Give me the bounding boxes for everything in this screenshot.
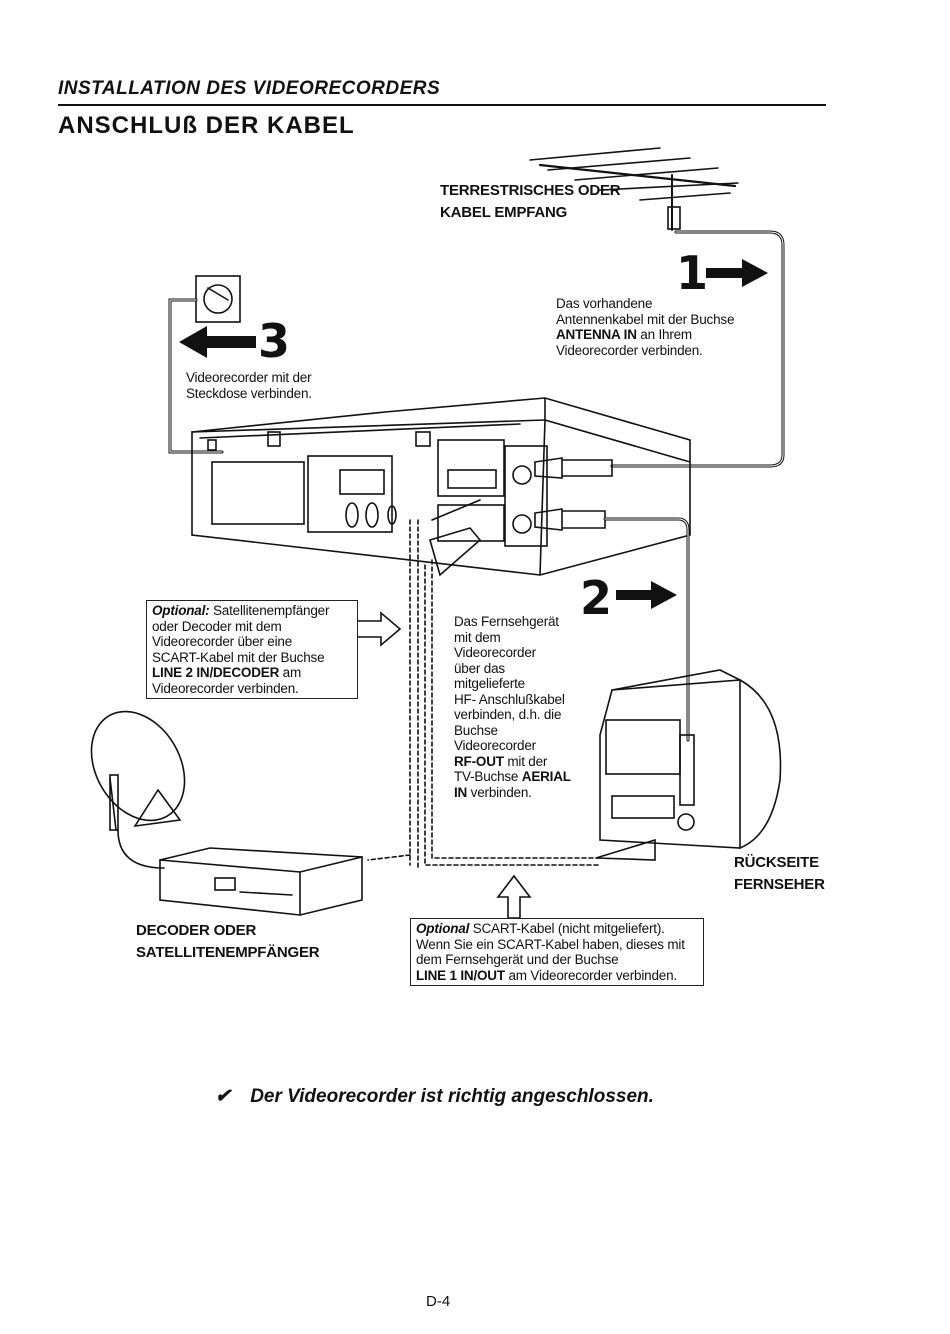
vcr-rear-icon: [191, 397, 691, 576]
section-title: INSTALLATION DES VIDEORECORDERS: [58, 78, 441, 99]
antenna-icon: [529, 147, 739, 231]
tv-back-label: RÜCKSEITE FERNSEHER: [734, 854, 825, 893]
page-number: D-4: [426, 1293, 451, 1310]
step-2-text: Das Fernsehgerät mit dem Videorecorder ü…: [454, 614, 571, 800]
optional-satellite-box: Optional: Satellitenempfänger oder Decod…: [146, 600, 358, 699]
decoder-icon: [159, 847, 363, 916]
arrow-left-icon: [179, 326, 256, 358]
header-rule: [58, 104, 826, 106]
tv-rear-icon: [595, 669, 782, 861]
antenna-label: TERRESTRISCHES ODER KABEL EMPFANG: [440, 182, 621, 221]
hollow-arrow-right-icon: [355, 611, 402, 647]
step-3-number: 3: [258, 314, 291, 368]
step-1-number: 1: [676, 246, 709, 300]
hollow-arrow-up-icon: [496, 874, 532, 919]
optional-scart-box: Optional SCART-Kabel (nicht mitgeliefert…: [410, 918, 704, 986]
power-socket-icon: [195, 275, 241, 323]
page-title: ANSCHLUß DER KABEL: [58, 112, 355, 139]
step-2-number: 2: [580, 571, 613, 625]
satellite-dish-icon: [90, 710, 186, 869]
check-mark-icon: ✔: [215, 1086, 231, 1107]
step-3-text: Videorecorder mit der Steckdose verbinde…: [186, 370, 312, 401]
decoder-label: DECODER ODER SATELLITENEMPFÄNGER: [136, 922, 320, 961]
confirmation-line: ✔ Der Videorecorder ist richtig angeschl…: [215, 1085, 654, 1108]
confirmation-text: Der Videorecorder ist richtig angeschlos…: [250, 1086, 654, 1107]
step-1-text: Das vorhandene Antennenkabel mit der Buc…: [556, 296, 735, 358]
arrow-right-icon: [616, 581, 677, 609]
arrow-right-icon: [706, 259, 768, 287]
